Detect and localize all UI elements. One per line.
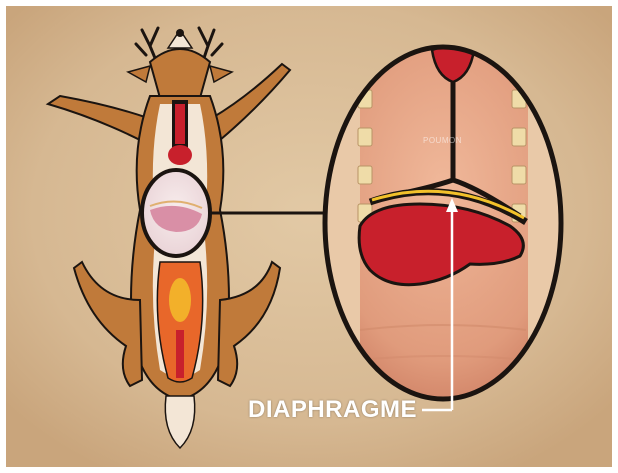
small-zoom-circle [142,170,210,256]
diaphragm-label: DIAPHRAGME [248,396,417,424]
lung-faint-label: POUMON [423,136,462,145]
